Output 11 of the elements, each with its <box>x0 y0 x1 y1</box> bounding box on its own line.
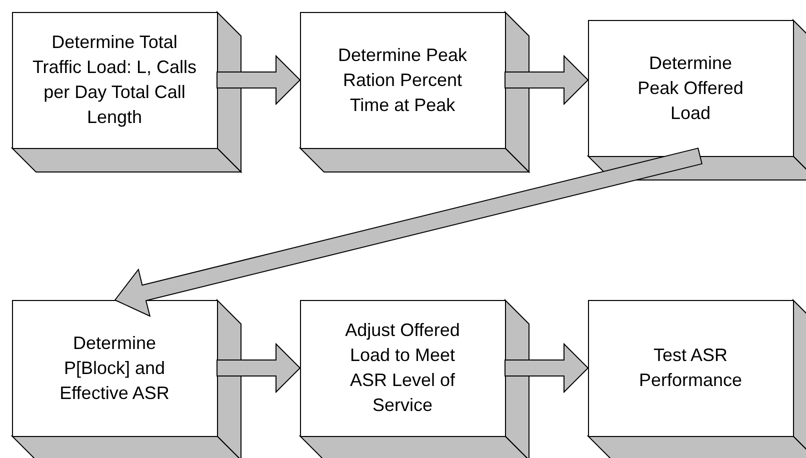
step-label: Determine Total Traffic Load: L, Calls per Day Total Call Length <box>31 31 198 129</box>
step-label: Test ASR Performance <box>638 344 744 392</box>
block-arrow <box>216 54 301 106</box>
block-arrow <box>114 148 702 317</box>
step-label: Determine Peak Ration Percent Time at Peak <box>336 44 468 116</box>
block-arrow <box>504 54 589 106</box>
step-label: Adjust Offered Load to Meet ASR Level of Service <box>344 319 461 417</box>
block-arrow <box>504 342 589 394</box>
block-arrow <box>216 342 301 394</box>
step-label: Determine P[Block] and Effective ASR <box>58 332 170 404</box>
step-label: Determine Peak Offered Load <box>636 52 744 124</box>
